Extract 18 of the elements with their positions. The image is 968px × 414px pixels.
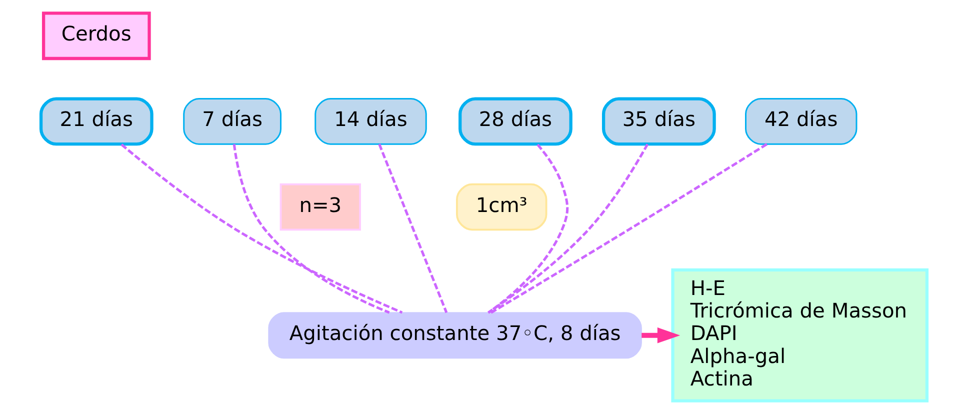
node-box: Cerdos	[42, 12, 151, 60]
node-box: H-E Tricrómica de Masson DAPI Alpha-gal Actina	[671, 268, 929, 402]
node-box: 7 días	[183, 98, 282, 145]
arrow	[642, 327, 680, 344]
connector	[378, 144, 448, 314]
connector	[488, 144, 569, 314]
node-box: 35 días	[602, 97, 716, 146]
node-box: 28 días	[458, 97, 572, 146]
connector	[120, 144, 403, 314]
connector	[232, 144, 390, 314]
node-box: n=3	[280, 183, 361, 231]
node-box: 42 días	[745, 98, 858, 145]
node-box: 14 días	[314, 98, 427, 145]
connector	[490, 143, 768, 314]
node-box: 21 días	[39, 97, 154, 146]
connector	[488, 144, 649, 314]
node-box: 1cm³	[456, 183, 548, 231]
node-box: Agitación constante 37◦C, 8 días	[268, 312, 642, 359]
